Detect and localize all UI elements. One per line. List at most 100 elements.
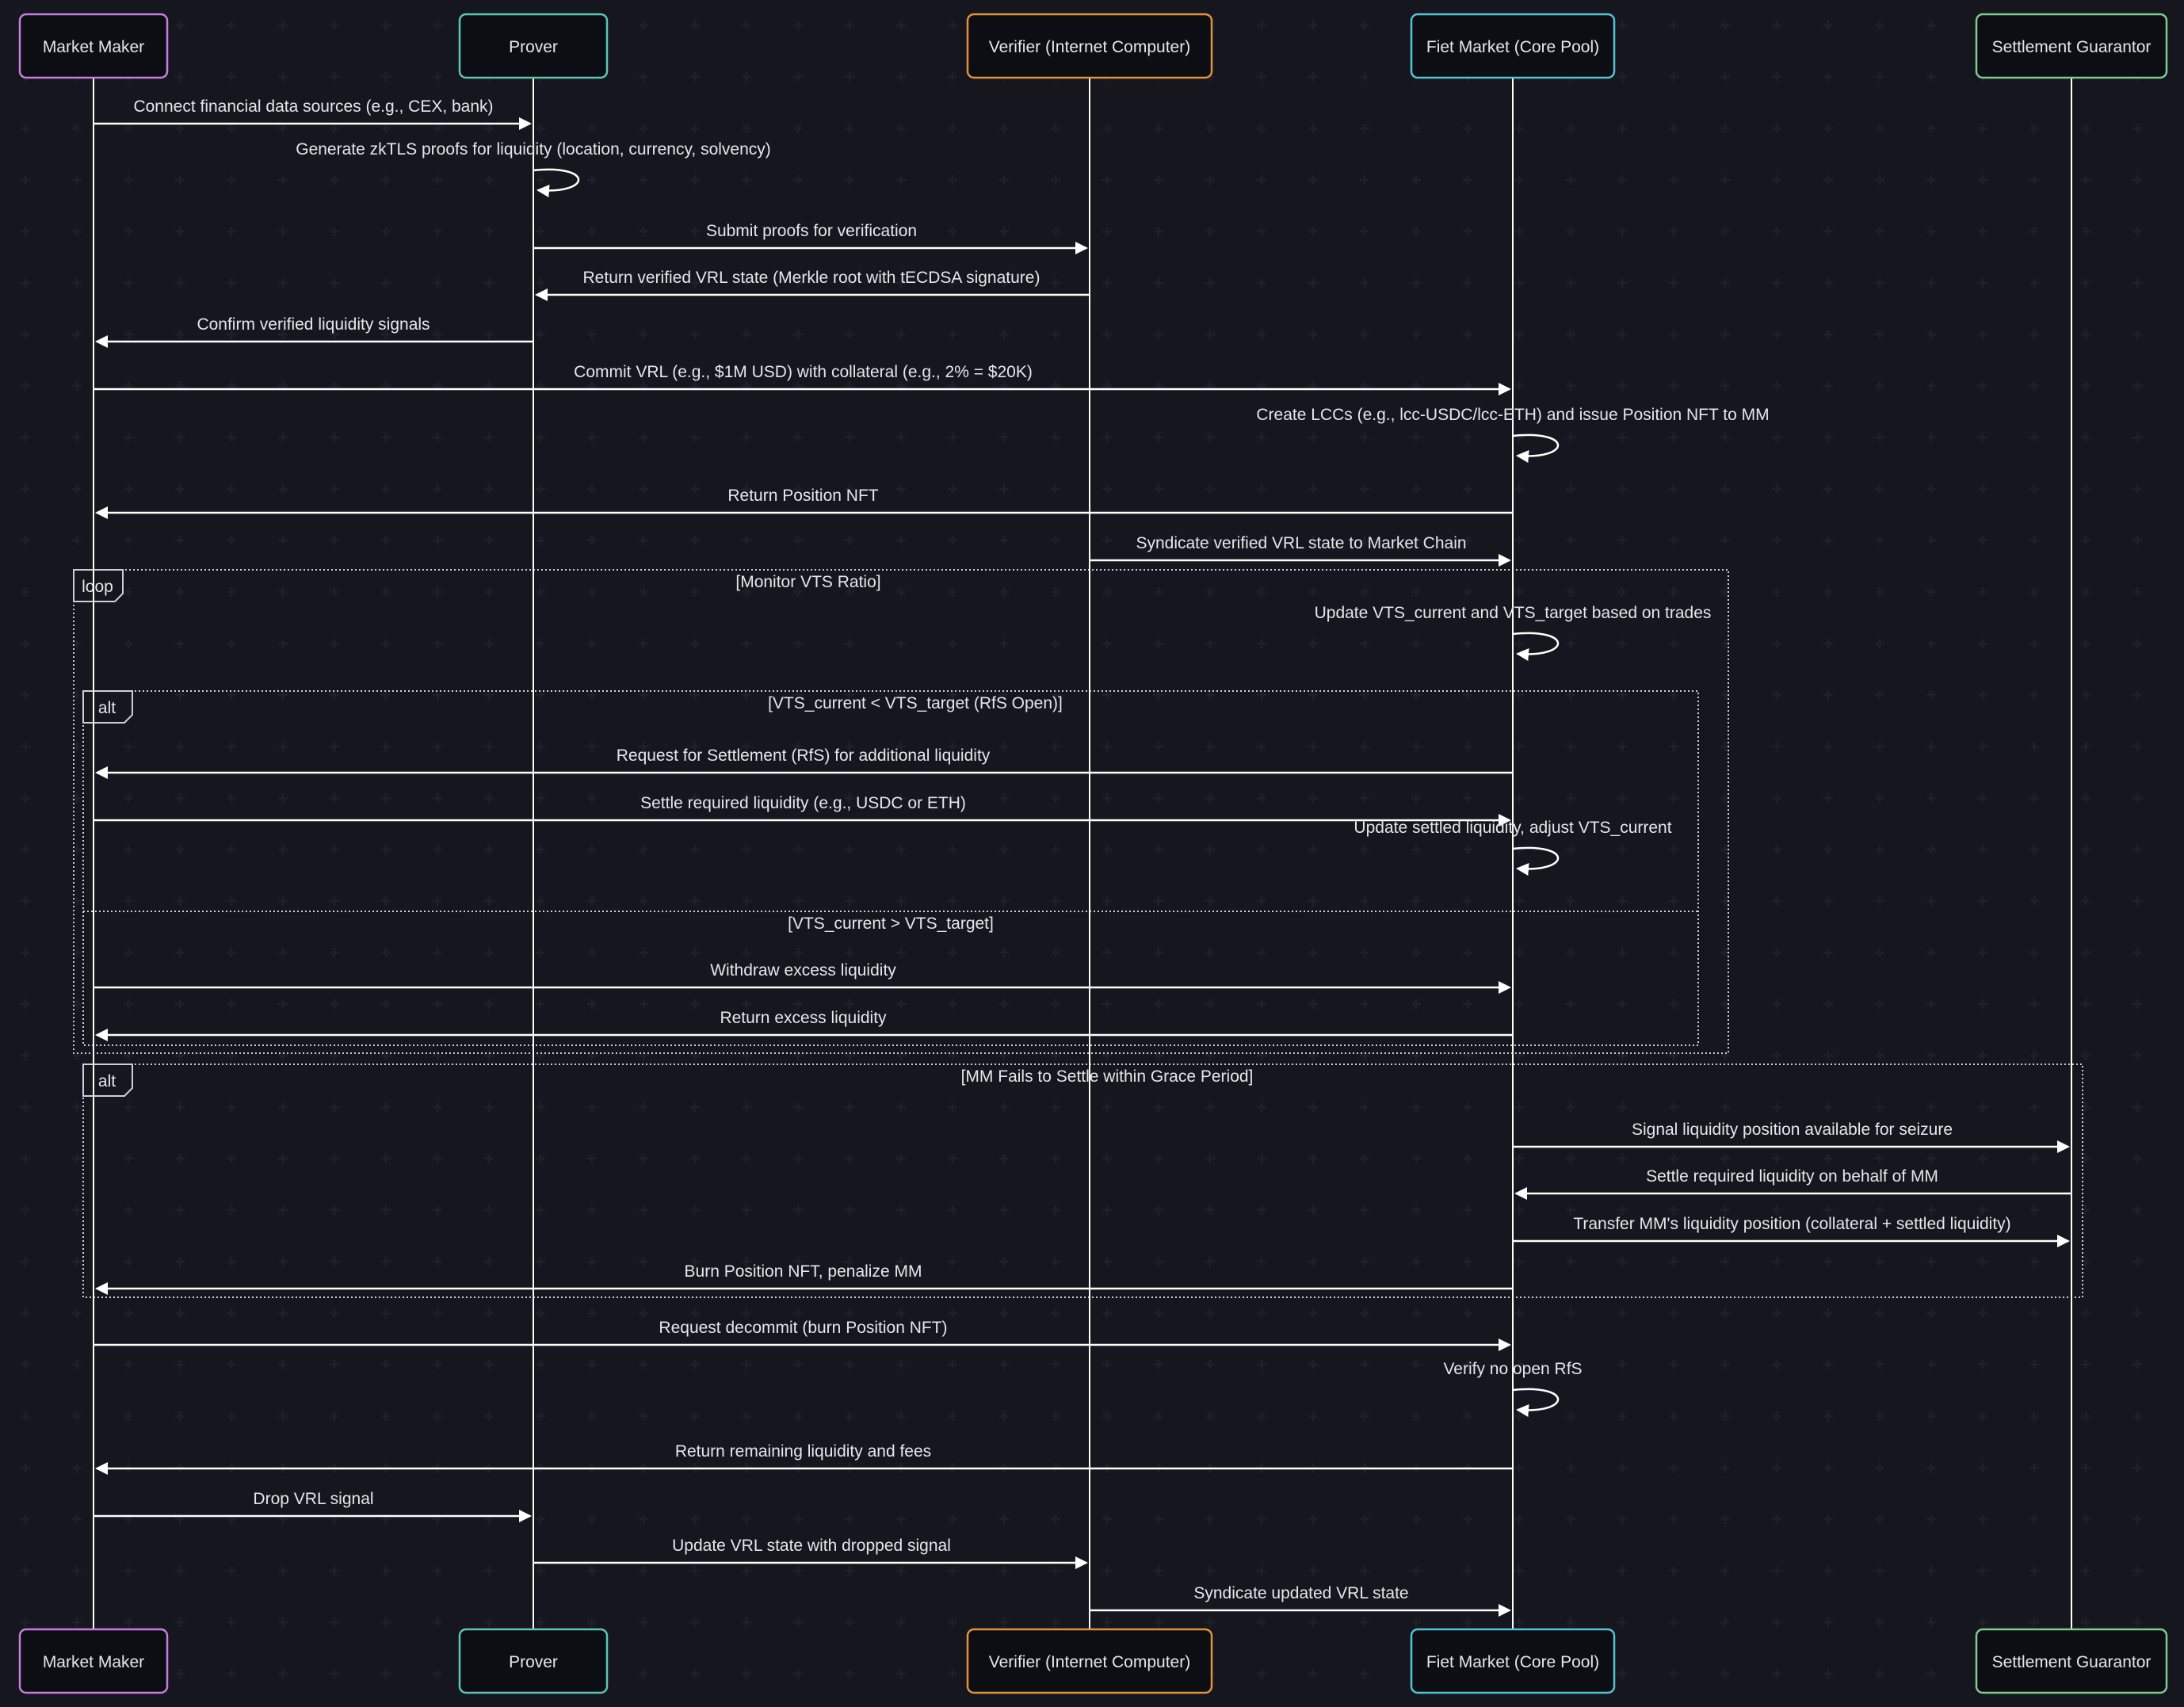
self-message-label: Verify no open RfS [1443, 1360, 1582, 1378]
message-label: Signal liquidity position available for … [1632, 1121, 1953, 1139]
message-12: Update settled liquidity, adjust VTS_cur… [1354, 819, 1672, 876]
participant-label: Settlement Guarantor [1992, 38, 2152, 56]
message-8: Syndicate verified VRL state to Market C… [1090, 534, 1511, 567]
participant-header-1[interactable]: Prover [458, 13, 609, 79]
message-label: Request decommit (burn Position NFT) [659, 1319, 947, 1337]
fragment-alt-2: alt[MM Fails to Settle within Grace Peri… [82, 1064, 2083, 1298]
message-19: Request decommit (burn Position NFT) [94, 1319, 1511, 1351]
participant-box[interactable] [18, 1628, 169, 1694]
participant-footer-3[interactable]: Fiet Market (Core Pool) [1410, 1628, 1616, 1694]
message-0: Connect financial data sources (e.g., CE… [94, 97, 532, 130]
message-21: Return remaining liquidity and fees [95, 1442, 1513, 1475]
fragment-alt-1: alt [VTS_current < VTS_target (RfS Open)]… [82, 690, 1699, 1046]
fragment-loop-0: loop [Monitor VTS Ratio] [73, 569, 1729, 1054]
message-label: Request for Settlement (RfS) for additio… [617, 747, 991, 765]
participant-label: Verifier (Internet Computer) [989, 38, 1190, 56]
message-16: Settle required liquidity on behalf of M… [1514, 1167, 2071, 1200]
self-message-label: Create LCCs (e.g., lcc-USDC/lcc-ETH) and… [1256, 406, 1769, 424]
message-7: Return Position NFT [95, 487, 1513, 519]
participant-box[interactable] [1975, 13, 2168, 79]
participant-header-0[interactable]: Market Maker [18, 13, 169, 79]
message-label: Return Position NFT [727, 487, 878, 505]
message-10: Request for Settlement (RfS) for additio… [95, 747, 1513, 779]
message-label: Transfer MM's liquidity position (collat… [1573, 1215, 2010, 1233]
message-label: Withdraw excess liquidity [710, 961, 896, 980]
message-label: Drop VRL signal [253, 1490, 373, 1508]
message-label: Return verified VRL state (Merkle root w… [583, 269, 1040, 287]
participant-label: Market Maker [43, 38, 144, 56]
self-message-arrow [1512, 846, 1560, 876]
participant-footer-2[interactable]: Verifier (Internet Computer) [966, 1628, 1213, 1694]
self-message-arrow [1512, 632, 1560, 661]
message-label: Confirm verified liquidity signals [197, 315, 430, 334]
participant-box[interactable] [458, 1628, 609, 1694]
fragment-tab [82, 690, 133, 724]
fragment-frame [82, 690, 1699, 1046]
fragment-tab [82, 1064, 133, 1097]
message-label: Syndicate verified VRL state to Market C… [1136, 534, 1466, 552]
participant-label: Settlement Guarantor [1992, 1653, 2152, 1671]
participant-header-3[interactable]: Fiet Market (Core Pool) [1410, 13, 1616, 79]
participant-label: Fiet Market (Core Pool) [1426, 38, 1599, 56]
message-18: Burn Position NFT, penalize MM [95, 1262, 1513, 1295]
message-label: Update VRL state with dropped signal [672, 1537, 951, 1555]
self-message-label: Update settled liquidity, adjust VTS_cur… [1354, 819, 1671, 837]
message-label: Return excess liquidity [720, 1009, 887, 1027]
participant-box[interactable] [1410, 1628, 1616, 1694]
message-14: Return excess liquidity [95, 1009, 1513, 1041]
fragment-tab [73, 569, 124, 602]
participant-box[interactable] [966, 1628, 1213, 1694]
participant-box[interactable] [458, 13, 609, 79]
participant-header-2[interactable]: Verifier (Internet Computer) [966, 13, 1213, 79]
fragment-type-label: alt [98, 1072, 116, 1090]
participant-box[interactable] [1975, 1628, 2168, 1694]
message-label: Commit VRL (e.g., $1M USD) with collater… [574, 363, 1033, 381]
self-message-arrow [1512, 1388, 1560, 1417]
fragment-frame [82, 1064, 2083, 1298]
message-9: Update VTS_current and VTS_target based … [1315, 604, 1712, 661]
self-message-arrow [533, 168, 580, 197]
message-22: Drop VRL signal [94, 1490, 532, 1522]
participant-label: Prover [509, 1653, 558, 1671]
message-4: Confirm verified liquidity signals [95, 315, 533, 348]
fragment-type-label: loop [82, 578, 113, 596]
participant-label: Verifier (Internet Computer) [989, 1653, 1190, 1671]
message-11: Settle required liquidity (e.g., USDC or… [94, 794, 1511, 827]
message-24: Syndicate updated VRL state [1090, 1584, 1511, 1617]
message-label: Settle required liquidity (e.g., USDC or… [640, 794, 966, 812]
message-label: Submit proofs for verification [706, 222, 917, 240]
message-2: Submit proofs for verification [533, 222, 1088, 254]
message-label: Syndicate updated VRL state [1193, 1584, 1408, 1602]
message-3: Return verified VRL state (Merkle root w… [535, 269, 1090, 301]
participant-footer-4[interactable]: Settlement Guarantor [1975, 1628, 2168, 1694]
participant-box[interactable] [1410, 13, 1616, 79]
participant-header-4[interactable]: Settlement Guarantor [1975, 13, 2168, 79]
participant-label: Market Maker [43, 1653, 144, 1671]
self-message-arrow [1512, 433, 1560, 463]
participant-box[interactable] [18, 13, 169, 79]
fragment-type-label: alt [98, 699, 116, 717]
participant-label: Prover [509, 38, 558, 56]
message-20: Verify no open RfS [1443, 1360, 1583, 1417]
fragment-condition: [VTS_current < VTS_target (RfS Open)] [768, 694, 1063, 712]
message-label: Return remaining liquidity and fees [675, 1442, 931, 1461]
fragment-else-condition: [VTS_current > VTS_target] [788, 915, 994, 933]
message-17: Transfer MM's liquidity position (collat… [1513, 1215, 2070, 1247]
self-message-label: Update VTS_current and VTS_target based … [1315, 604, 1712, 622]
message-label: Burn Position NFT, penalize MM [685, 1262, 922, 1281]
message-5: Commit VRL (e.g., $1M USD) with collater… [94, 363, 1511, 395]
participant-label: Fiet Market (Core Pool) [1426, 1653, 1599, 1671]
message-6: Create LCCs (e.g., lcc-USDC/lcc-ETH) and… [1256, 406, 1770, 463]
fragment-condition: [Monitor VTS Ratio] [735, 573, 880, 591]
participant-footer-1[interactable]: Prover [458, 1628, 609, 1694]
message-23: Update VRL state with dropped signal [533, 1537, 1088, 1569]
message-1: Generate zkTLS proofs for liquidity (loc… [296, 140, 771, 197]
fragment-frame [73, 569, 1729, 1054]
message-15: Signal liquidity position available for … [1513, 1121, 2070, 1153]
participant-box[interactable] [966, 13, 1213, 79]
participant-footer-0[interactable]: Market Maker [18, 1628, 169, 1694]
message-13: Withdraw excess liquidity [94, 961, 1511, 994]
message-label: Settle required liquidity on behalf of M… [1646, 1167, 1938, 1186]
self-message-label: Generate zkTLS proofs for liquidity (loc… [296, 140, 771, 158]
